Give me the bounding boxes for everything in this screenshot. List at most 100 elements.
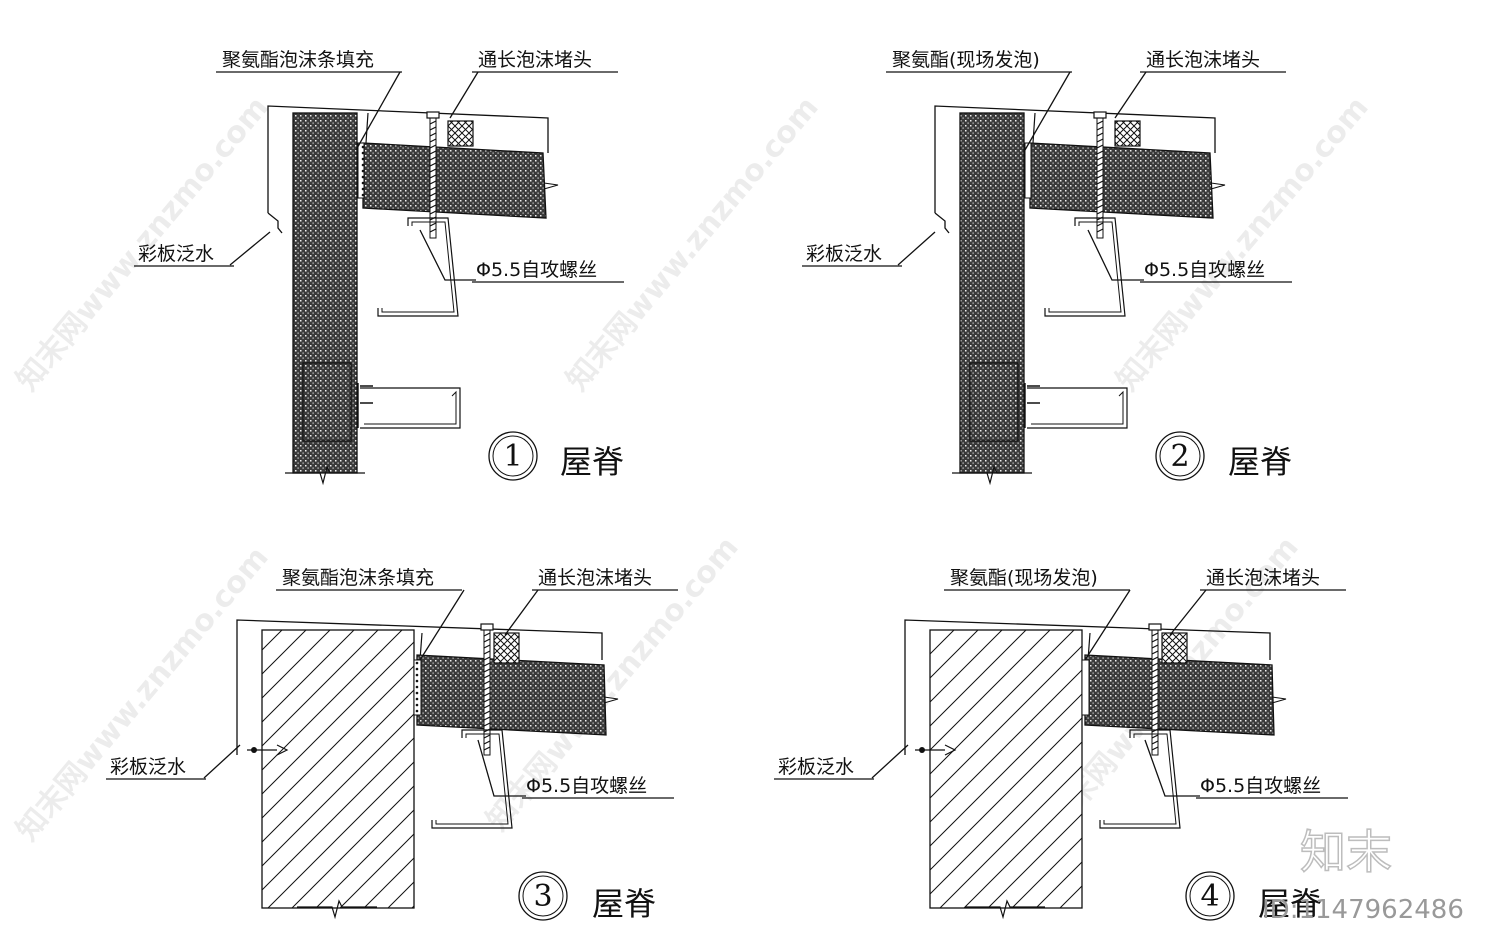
z-purlin [1099, 729, 1181, 829]
screw-thread [1096, 198, 1104, 203]
label-end-plug: 通长泡沫堵头 [1146, 49, 1260, 71]
c-purlin [1027, 387, 1128, 429]
roof-sandwich-panel [416, 654, 607, 736]
screw-thread [1151, 722, 1159, 727]
label-filler: 聚氨酯泡沫条填充 [222, 49, 374, 71]
detail-number-circle [1155, 431, 1205, 481]
wall-sandwich-panel [292, 112, 358, 474]
screw-thread [429, 126, 437, 131]
roof-sandwich-panel [1084, 654, 1275, 736]
flashing-hem [934, 212, 950, 234]
screw-thread [1151, 662, 1159, 667]
screw-thread [483, 632, 491, 637]
detail-title: 屋脊 [1258, 885, 1322, 923]
screw-thread [1096, 180, 1104, 185]
leader-line [229, 231, 271, 266]
screw-thread [429, 144, 437, 149]
screw-thread [483, 734, 491, 739]
label-flashing: 彩板泛水 [138, 243, 214, 265]
screw-thread [429, 156, 437, 161]
screw-thread [1096, 162, 1104, 167]
screw-thread [483, 650, 491, 655]
z-purlin-inner [1048, 221, 1122, 313]
screw-thread [483, 692, 491, 697]
flashing-hem [267, 212, 283, 234]
label-screw: Φ5.5自攻螺丝 [1200, 775, 1321, 797]
detail-number-circle-inner [1159, 435, 1201, 477]
screw-thread [483, 698, 491, 703]
screw-thread [483, 746, 491, 751]
detail-number-circle [518, 871, 568, 921]
detail-number-circle-inner [1189, 875, 1231, 917]
foam-end-plug [447, 120, 474, 147]
screw-thread [1151, 632, 1159, 637]
screw-thread [483, 716, 491, 721]
foam-end-plug [1161, 632, 1188, 664]
screw-thread [1151, 692, 1159, 697]
diagonal-watermark: 知末网www.znzmo.com [10, 540, 276, 847]
label-screw: Φ5.5自攻螺丝 [526, 775, 647, 797]
label-filler: 聚氨酯(现场发泡) [950, 567, 1098, 589]
label-flashing: 彩板泛水 [110, 756, 186, 778]
leader-line [1087, 229, 1144, 281]
ridge-flashing [267, 105, 549, 213]
screw-thread [429, 168, 437, 173]
screw-thread [1096, 222, 1104, 227]
screw-thread [483, 668, 491, 673]
screw-thread [1096, 138, 1104, 143]
detail-number: 4 [1200, 879, 1219, 914]
z-purlin-inner [1103, 733, 1177, 825]
leader-line [1114, 71, 1147, 119]
screw-thread [429, 222, 437, 227]
screw-thread [1096, 186, 1104, 191]
detail-number: 1 [503, 439, 522, 474]
c-purlin [360, 387, 461, 429]
purlin-clip [357, 383, 373, 428]
screw-thread [1096, 144, 1104, 149]
label-flashing: 彩板泛水 [806, 243, 882, 265]
screw-thread [429, 228, 437, 233]
ridge-flashing [904, 619, 1271, 755]
screw-thread [483, 644, 491, 649]
screw-thread [429, 186, 437, 191]
screw-thread [1151, 680, 1159, 685]
screw-thread [429, 210, 437, 215]
screw-thread [1151, 668, 1159, 673]
screw-thread [1096, 126, 1104, 131]
detail-title: 屋脊 [560, 443, 624, 481]
screw-thread [1096, 192, 1104, 197]
ridge-flashing [934, 105, 1216, 213]
detail-number-circle-inner [522, 875, 564, 917]
pu-foam-filler [1081, 659, 1090, 716]
c-purlin-inner [1031, 390, 1124, 425]
z-purlin-inner [435, 733, 509, 825]
z-purlin-inner [381, 221, 455, 313]
z-purlin [377, 217, 459, 317]
label-end-plug: 通长泡沫堵头 [538, 567, 652, 589]
label-screw: Φ5.5自攻螺丝 [476, 259, 597, 281]
masonry-wall [261, 629, 415, 909]
leader-line [477, 739, 526, 797]
screw-thread [429, 120, 437, 125]
detail-number: 2 [1170, 439, 1189, 474]
foam-end-plug [1114, 120, 1141, 147]
screw-thread [1151, 740, 1159, 745]
screw-thread [483, 686, 491, 691]
bolt-washer [251, 747, 257, 753]
masonry-wall [929, 629, 1083, 909]
drip-edge [603, 696, 619, 704]
leader-line [419, 229, 476, 281]
label-filler: 聚氨酯泡沫条填充 [282, 567, 434, 589]
label-screw: Φ5.5自攻螺丝 [1144, 259, 1265, 281]
screw-thread [429, 162, 437, 167]
screw-head [1093, 111, 1107, 119]
detail-title: 屋脊 [1228, 443, 1292, 481]
screw-thread [1096, 168, 1104, 173]
diagonal-watermark: 知末网www.znzmo.com [560, 90, 826, 397]
detail-number: 3 [533, 879, 552, 914]
